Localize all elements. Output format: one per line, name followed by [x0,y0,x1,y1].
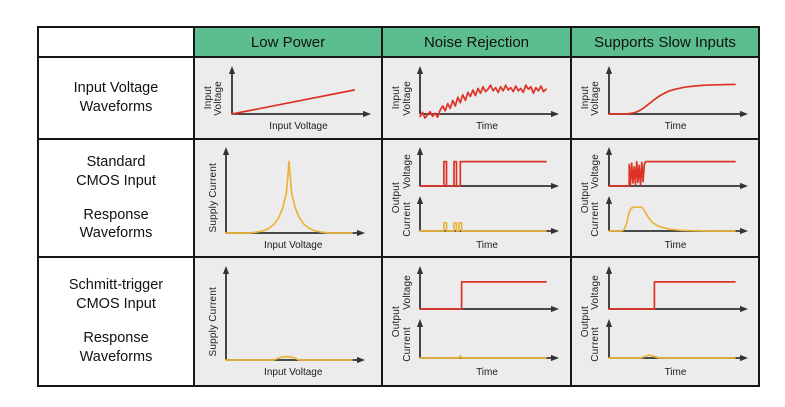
x-axis-label: Time [476,239,498,251]
y-axis-label: Output [391,182,402,214]
y-axis-label: Voltage [590,275,601,310]
row-label-schmitt-cmos: Schmitt-trigger CMOS Input Response Wave… [39,258,193,385]
y-axis-label: Voltage [213,80,224,116]
row-label-line: Standard [86,153,146,170]
y-axis-label-group: Supply Current [207,150,220,246]
corner-cell [39,28,193,56]
waveform-plot [228,65,371,117]
waveform-plot [605,146,748,234]
x-axis-label: Input Voltage [264,239,323,251]
y-axis-label: Supply Current [207,163,219,233]
plot-area: Time [413,144,561,253]
row-label-line: CMOS Input [76,172,156,189]
plot-area: Input Voltage [225,63,373,134]
waveform-plot [416,146,559,234]
x-axis-label: Input Voltage [269,120,328,132]
x-axis-label: Time [664,239,687,251]
y-axis-label: Voltage [590,80,601,116]
row-label-line: Schmitt-trigger [68,277,164,294]
header-low-power: Low Power [195,28,381,56]
plot-area: Time [602,144,750,253]
waveform-plot [416,266,559,362]
plot-area: Time [602,63,750,134]
x-axis-label: Time [664,120,687,132]
header-supports-slow-inputs: Supports Slow Inputs [572,28,758,56]
y-axis-label: Input [391,86,402,110]
row-label-standard-cmos: Standard CMOS Input Response Waveforms [39,140,193,256]
x-axis-label: Time [476,120,498,132]
row-label-line: Waveforms [79,348,153,365]
y-axis-label: Voltage [401,153,413,189]
row-label-line: CMOS Input [76,296,156,313]
waveform-plot [416,65,559,119]
plot-area: Input Voltage [219,144,367,253]
row-label-line: Response [83,206,149,223]
waveform-plot [223,266,366,364]
row-label-line: Waveforms [79,99,153,115]
row-label-line: Waveforms [79,225,153,242]
y-axis-label: Current [590,201,601,237]
row-label-input-voltage: Input Voltage Waveforms [39,58,193,138]
plot-area: Input Voltage [219,263,367,380]
row-label-line: Response [83,330,149,346]
y-axis-label: Output [391,305,402,338]
waveform-plot [223,146,366,236]
row-label-line: Input Voltage [73,80,159,97]
waveform-plot [605,266,748,362]
y-axis-label-group: Supply Current [207,270,220,374]
x-axis-label: Time [476,367,498,378]
y-axis-label: Current [590,327,601,362]
y-axis-label: Voltage [401,275,413,310]
waveform-plot [605,65,748,117]
x-axis-label: Time [664,367,687,378]
comparison-table: Low Power Noise Rejection Supports Slow … [37,26,760,387]
y-axis-label: Voltage [401,80,413,116]
y-axis-label: Current [401,201,413,237]
y-axis-label: Current [401,327,413,362]
y-axis-label: Voltage [590,153,601,189]
header-noise-rejection: Noise Rejection [383,28,570,56]
y-axis-label: Supply Current [207,286,219,357]
plot-area: Time [602,263,750,380]
plot-area: Time [413,63,561,134]
x-axis-label: Input Voltage [264,367,323,378]
plot-area: Time [413,263,561,380]
